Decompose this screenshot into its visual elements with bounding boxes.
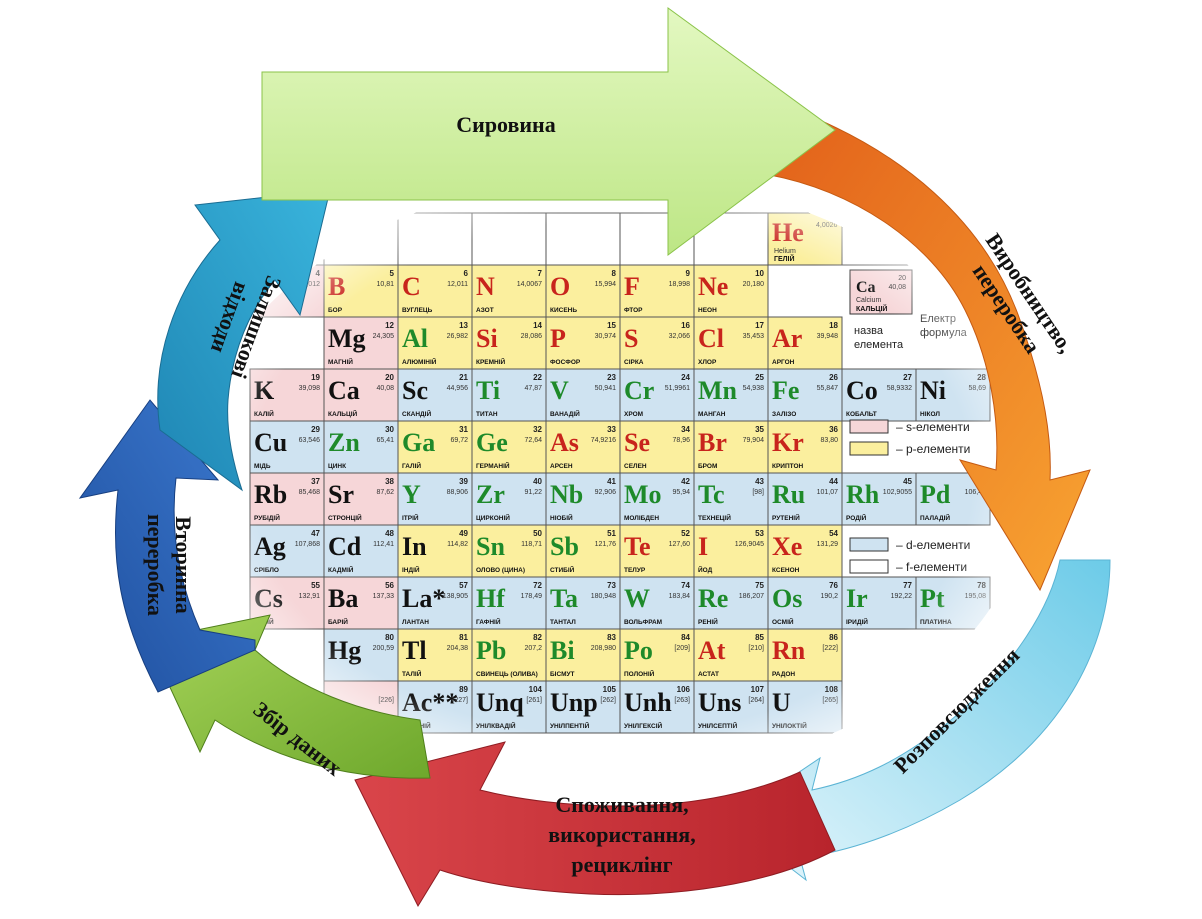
label-secondary-line1: Вторинна bbox=[171, 516, 196, 613]
label-secondary-line2: переробка bbox=[143, 514, 168, 616]
secondary-processing-arrow bbox=[78, 399, 256, 693]
label-raw-materials: Сировина bbox=[456, 112, 555, 137]
cycle-arrows bbox=[78, 7, 1111, 908]
label-consumption-line2: використання, bbox=[548, 822, 695, 847]
cycle-labels: Сировина Виробництво, переробка Розповсю… bbox=[143, 112, 1079, 877]
production-arrow bbox=[769, 109, 1091, 592]
label-consumption-line1: Споживання, bbox=[555, 792, 688, 817]
residual-waste-arrow bbox=[157, 189, 331, 492]
raw-materials-arrow bbox=[261, 7, 836, 256]
consumption-arrow bbox=[354, 741, 836, 908]
distribution-arrow bbox=[727, 559, 1111, 882]
label-consumption-line3: рециклінг bbox=[571, 852, 672, 877]
table-vignette bbox=[192, 178, 1032, 778]
